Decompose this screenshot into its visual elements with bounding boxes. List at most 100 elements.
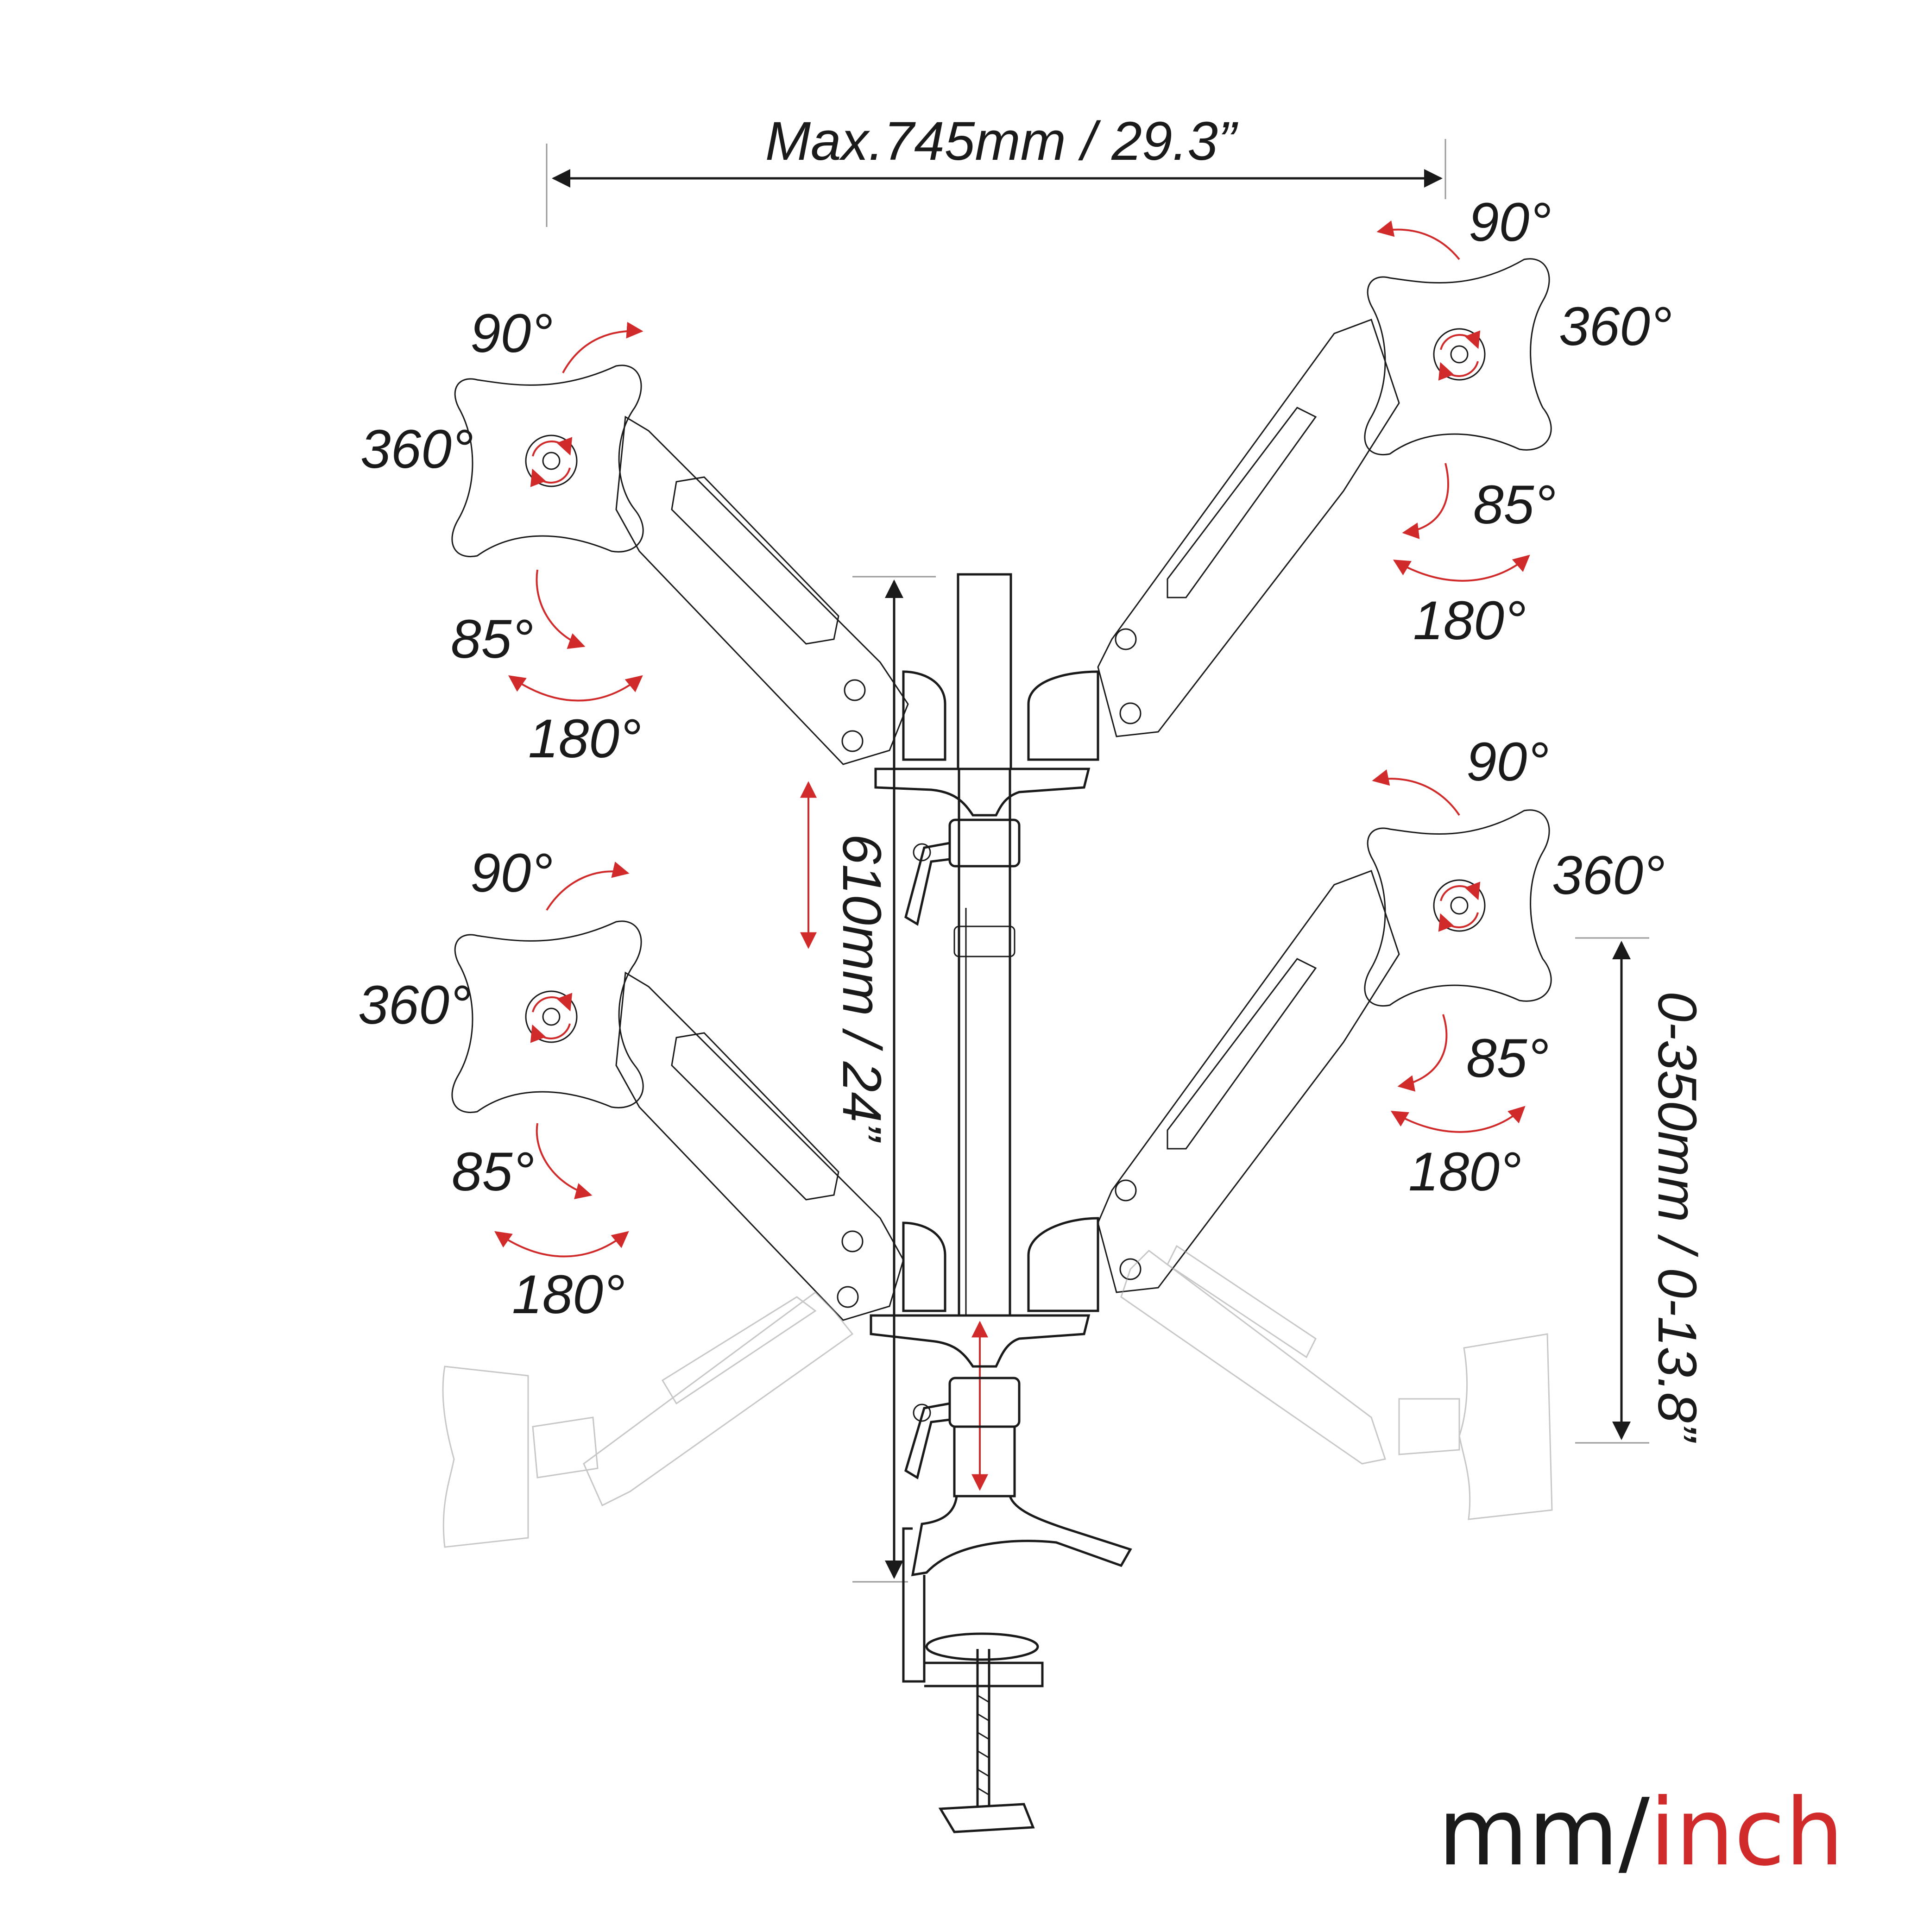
- upper-right-plate-outline: [1364, 258, 1552, 455]
- arm-height-dimension: 0-350mm / 0-13.8”: [1575, 937, 1708, 1444]
- lower-left-swivel-arc: [494, 1231, 629, 1258]
- upper-left-arm-body: [615, 415, 909, 765]
- upper-right-arm-body: [1097, 319, 1400, 737]
- ghost-right-arm-grille: [1167, 1245, 1317, 1359]
- lower-left-arm-pivot: [841, 1230, 864, 1252]
- upper-crossbar: [874, 768, 1091, 817]
- upper-lock-lever[interactable]: [904, 842, 950, 926]
- lower-right-rotate-label: 360°: [1552, 845, 1665, 906]
- lower-right-rotate-arrow: [1440, 881, 1481, 901]
- lower-right-vesa-plate: [1364, 809, 1552, 1007]
- upper-left-vesa-plate: [451, 365, 644, 557]
- motion-arcs: [494, 220, 1530, 1258]
- lower-right-tilt-down-arc: [1397, 1014, 1448, 1092]
- upper-left-plate-hub: [525, 434, 578, 487]
- lower-left-plate-hub: [525, 990, 578, 1043]
- lower-left-plate-outline: [451, 920, 644, 1113]
- pole-joint: [953, 925, 1015, 957]
- lower-left-rotate-arrow: [532, 993, 573, 1013]
- lower-right-arm-body: [1097, 870, 1400, 1293]
- ghost-right-tilt-bracket: [1398, 1398, 1460, 1455]
- lower-left-swivel-label: 180°: [512, 1264, 625, 1325]
- lower-right-labels: 90° 360° 85° 180°: [1408, 731, 1665, 1202]
- lower-lock-lever[interactable]: [904, 1402, 950, 1479]
- lower-left-plate-center: [542, 1007, 561, 1026]
- ghost-left-arm: [583, 1291, 854, 1507]
- upper-lever-knob: [913, 843, 931, 862]
- lower-right-swivel-label: 180°: [1408, 1141, 1521, 1202]
- upper-left-swivel-arc: [508, 675, 643, 702]
- lower-left-rotate-arrow-2: [530, 1023, 571, 1043]
- units-primary: mm/: [1438, 1779, 1650, 1887]
- upper-left-tilt-up-label: 90°: [470, 303, 553, 364]
- upper-left-tilt-down-label: 85°: [451, 609, 533, 670]
- lower-left-vesa-plate: [451, 920, 644, 1113]
- lower-right-rotate-arrow-2: [1438, 912, 1479, 932]
- clamp-base-arm: [911, 1496, 1132, 1577]
- upper-left-tilt-down-arc: [536, 569, 586, 649]
- upper-right-arm-grille: [1167, 407, 1317, 598]
- lower-right-plate-outline: [1364, 809, 1552, 1007]
- lower-right-plate-center: [1450, 896, 1469, 915]
- upper-left-rotate-label: 360°: [360, 419, 473, 480]
- upper-right-rotate-label: 360°: [1559, 296, 1672, 357]
- lower-left-labels: 90° 360° 85° 180°: [358, 843, 625, 1325]
- arm-height-label: 0-350mm / 0-13.8”: [1646, 991, 1708, 1443]
- pole-top-section: [957, 573, 1012, 770]
- upper-left-plate-outline: [451, 365, 644, 557]
- units-legend: mm/inch: [1438, 1779, 1844, 1887]
- lower-right-arm-grille: [1167, 958, 1317, 1150]
- lower-left-arm-pivot-lower: [837, 1286, 859, 1308]
- upper-right-arm-pivot-lower: [1119, 702, 1142, 724]
- ghost-right-arm: [1120, 1250, 1386, 1465]
- lower-left-arm-body: [615, 971, 904, 1321]
- upper-right-rotate-arrow-2: [1438, 361, 1479, 381]
- ghost-left-arm-grille: [661, 1296, 817, 1405]
- upper-right-tilt-down-label: 85°: [1473, 474, 1556, 535]
- upper-right-labels: 90° 360° 85° 180°: [1413, 192, 1672, 651]
- upper-right-vesa-plate: [1364, 258, 1552, 455]
- lower-left-tilt-up-label: 90°: [470, 843, 553, 904]
- upper-left-labels: 90° 360° 85° 180°: [360, 303, 641, 769]
- upper-left-arm-grille: [671, 476, 839, 645]
- upper-right-arm: [1097, 319, 1400, 737]
- upper-left-hub-cover: [902, 670, 946, 761]
- width-label: Max.745mm / 29.3”: [765, 111, 1238, 172]
- clamp-handle[interactable]: [938, 1803, 1035, 1833]
- lower-right-swivel-arc: [1390, 1106, 1526, 1133]
- upper-left-rotate-arrow-2: [530, 467, 571, 487]
- upper-right-swivel-label: 180°: [1413, 590, 1526, 651]
- upper-right-tilt-up-arc: [1376, 220, 1460, 260]
- upper-right-arm-pivot: [1115, 628, 1137, 650]
- width-dimension: Max.745mm / 29.3”: [546, 111, 1446, 227]
- upper-left-plate-center: [542, 452, 561, 470]
- upper-right-rotate-arrow: [1440, 330, 1481, 350]
- upper-left-arm: [615, 415, 909, 765]
- rotation-arrows: [530, 330, 1481, 1043]
- upper-right-hub-cover: [1027, 670, 1099, 761]
- upper-right-tilt-up-label: 90°: [1469, 192, 1551, 253]
- upper-left-arm-pivot-lower: [841, 730, 864, 752]
- lower-left-rotate-label: 360°: [358, 975, 471, 1036]
- lower-left-tilt-down-label: 85°: [452, 1141, 534, 1202]
- lower-left-arm: [615, 971, 904, 1321]
- clamp-pressure-plate: [925, 1632, 1039, 1661]
- lower-left-tilt-down-arc: [536, 1123, 593, 1200]
- clamp-vertical-plate: [902, 1527, 926, 1683]
- units-secondary: inch: [1650, 1779, 1844, 1887]
- lower-lever-knob: [913, 1403, 931, 1422]
- ghost-right-vesa-plate: [1458, 1333, 1553, 1520]
- lower-right-arm-pivot: [1115, 1179, 1137, 1202]
- lower-right-tilt-up-label: 90°: [1466, 731, 1549, 793]
- ghost-left-vesa-plate: [442, 1366, 529, 1548]
- lower-right-tilt-down-label: 85°: [1466, 1028, 1549, 1089]
- upper-left-arm-pivot: [844, 679, 866, 701]
- lower-right-arm: [1097, 870, 1400, 1293]
- upper-right-swivel-arc: [1393, 554, 1530, 582]
- upper-left-tilt-up-arc: [562, 321, 643, 373]
- lower-collar: [948, 1377, 1021, 1428]
- clamp-screw-thread: [977, 1694, 990, 1796]
- lower-right-hub-cover: [1027, 1217, 1099, 1312]
